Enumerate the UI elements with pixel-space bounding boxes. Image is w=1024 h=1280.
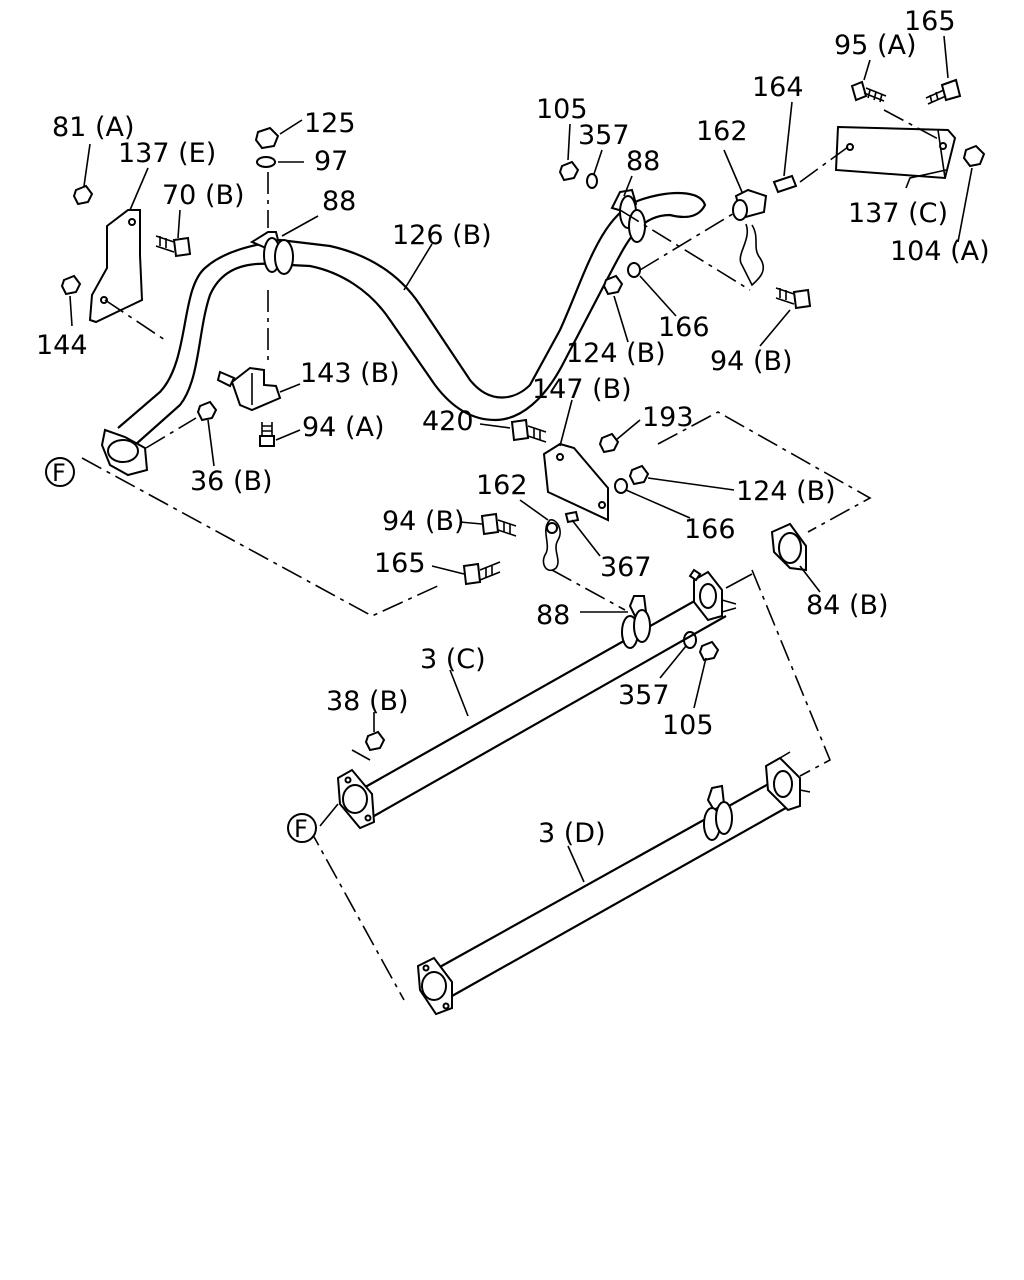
part-number-labels: 165 95 (A) 164 162 105 357 88 81 (A) 137… (36, 6, 990, 849)
label-137c: 137 (C) (848, 198, 948, 229)
label-165-mid: 165 (374, 548, 426, 579)
label-357-top: 357 (578, 120, 630, 151)
label-166-top: 166 (658, 312, 710, 343)
label-38b: 38 (B) (326, 686, 409, 717)
clip-162-mid (542, 519, 561, 572)
label-124b-mid: 124 (B) (736, 476, 836, 507)
label-94a: 94 (A) (302, 412, 384, 443)
pipe-3c (336, 568, 753, 830)
label-162-mid: 162 (476, 470, 528, 501)
leader-lines (69, 35, 973, 883)
label-81a: 81 (A) (52, 112, 134, 143)
reference-marker-f-bottom (287, 813, 317, 843)
label-36b: 36 (B) (190, 466, 273, 497)
label-162-top: 162 (696, 116, 748, 147)
label-143b: 143 (B) (300, 358, 400, 389)
label-3c: 3 (C) (420, 644, 486, 675)
label-193: 193 (642, 402, 694, 433)
label-166-mid: 166 (684, 514, 736, 545)
label-f-bottom: F (294, 815, 308, 843)
mount-143b (216, 366, 282, 412)
label-165-top: 165 (904, 6, 956, 37)
fastener-group (60, 78, 986, 752)
label-420: 420 (422, 406, 474, 437)
label-105-top: 105 (536, 94, 588, 125)
bracket-137e (88, 209, 144, 324)
reference-marker-f-top (45, 457, 75, 487)
label-88-top-left: 88 (322, 186, 356, 217)
connection-lines (81, 109, 941, 1001)
label-94b-top: 94 (B) (710, 346, 793, 377)
front-pipe-126b (100, 188, 707, 477)
gasket-84b (770, 522, 807, 572)
label-137e: 137 (E) (118, 138, 216, 169)
label-147b: 147 (B) (532, 374, 632, 405)
label-95a: 95 (A) (834, 30, 916, 61)
bracket-137c (834, 125, 957, 180)
label-144: 144 (36, 330, 88, 361)
hanger-162-top (732, 188, 768, 287)
label-3d: 3 (D) (538, 818, 606, 849)
label-70b: 70 (B) (162, 180, 245, 211)
label-126b: 126 (B) (392, 220, 492, 251)
label-124b-top: 124 (B) (566, 338, 666, 369)
label-104a: 104 (A) (890, 236, 990, 267)
label-88-mid: 88 (536, 600, 570, 631)
label-105-mid: 105 (662, 710, 714, 741)
label-84b: 84 (B) (806, 590, 889, 621)
label-88-top-right: 88 (626, 146, 660, 177)
label-94b-mid: 94 (B) (382, 506, 465, 537)
bracket-147b (542, 442, 609, 522)
label-357-mid: 357 (618, 680, 670, 711)
label-125: 125 (304, 108, 356, 139)
label-164: 164 (752, 72, 804, 103)
label-367: 367 (600, 552, 652, 583)
label-f-top: F (52, 459, 66, 487)
label-97: 97 (314, 146, 348, 177)
pipe-3d (416, 751, 811, 1016)
